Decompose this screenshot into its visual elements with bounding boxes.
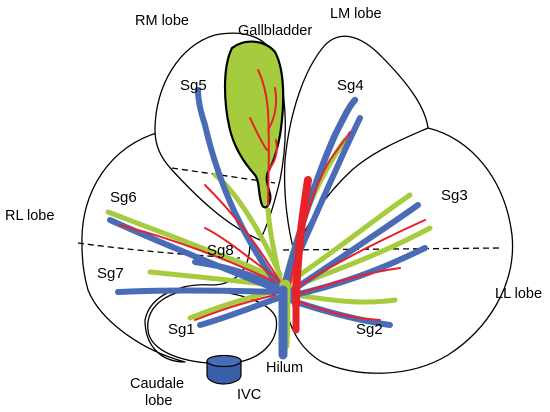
portal-vein-to-sg4: [279, 96, 359, 294]
segment-sg4-label: Sg4: [337, 77, 364, 94]
main-red-trunk: [292, 176, 312, 309]
artery-to-sg6: [119, 224, 276, 283]
rl-lobe-label: RL lobe: [5, 208, 54, 224]
rm-lobe-label: RM lobe: [135, 13, 189, 29]
artery-to-sg2: [294, 299, 381, 321]
artery-to-ll-lower: [294, 267, 401, 296]
hilum-label: Hilum: [266, 360, 303, 376]
hepatic-artery-tree: [119, 69, 426, 321]
artery-gallbladder-branch-2: [249, 117, 268, 151]
ivc-vessel: [206, 354, 242, 385]
caudate-lobe-label-line2: lobe: [145, 393, 172, 409]
segment-sg1-label: Sg1: [168, 321, 195, 338]
bile-duct-to-sg8: [187, 242, 275, 279]
ll-segment-boundary: [282, 247, 501, 251]
caudate-lobe-label-line1: Caudale: [130, 376, 184, 392]
gallbladder-label: Gallbladder: [238, 23, 312, 39]
segment-sg8-label: Sg8: [207, 242, 234, 259]
segment-sg7-label: Sg7: [97, 265, 124, 282]
ivc-label: IVC: [237, 387, 261, 403]
bile-duct-to-sg2: [292, 292, 398, 305]
portal-vein-to-rm: [195, 87, 283, 291]
segment-sg5-label: Sg5: [180, 77, 207, 94]
artery-to-rm: [204, 184, 283, 286]
sg5-sg8-boundary: [171, 167, 276, 184]
artery-gallbladder-branch-3: [269, 139, 278, 169]
segment-sg2-label: Sg2: [356, 321, 383, 338]
portal-vein-to-lm-lower: [280, 115, 363, 291]
artery-to-sg3: [291, 219, 426, 291]
artery-gallbladder-main: [257, 69, 270, 206]
cystic-duct: [265, 207, 283, 283]
portal-vein-to-sg7: [115, 287, 279, 295]
lm-lobe-label: LM lobe: [330, 6, 382, 22]
bile-duct-to-sg3-upper: [282, 192, 413, 288]
ll-lobe-label: LL lobe: [495, 286, 542, 302]
segment-sg3-label: Sg3: [441, 187, 468, 204]
portal-vein-to-sg1: [197, 295, 281, 328]
portal-vein-to-sg8: [192, 259, 281, 291]
artery-to-sg1: [194, 294, 276, 321]
artery-gallbladder-branch-1: [267, 87, 278, 131]
artery-to-sg8: [204, 227, 277, 279]
segment-sg6-label: Sg6: [110, 189, 137, 206]
